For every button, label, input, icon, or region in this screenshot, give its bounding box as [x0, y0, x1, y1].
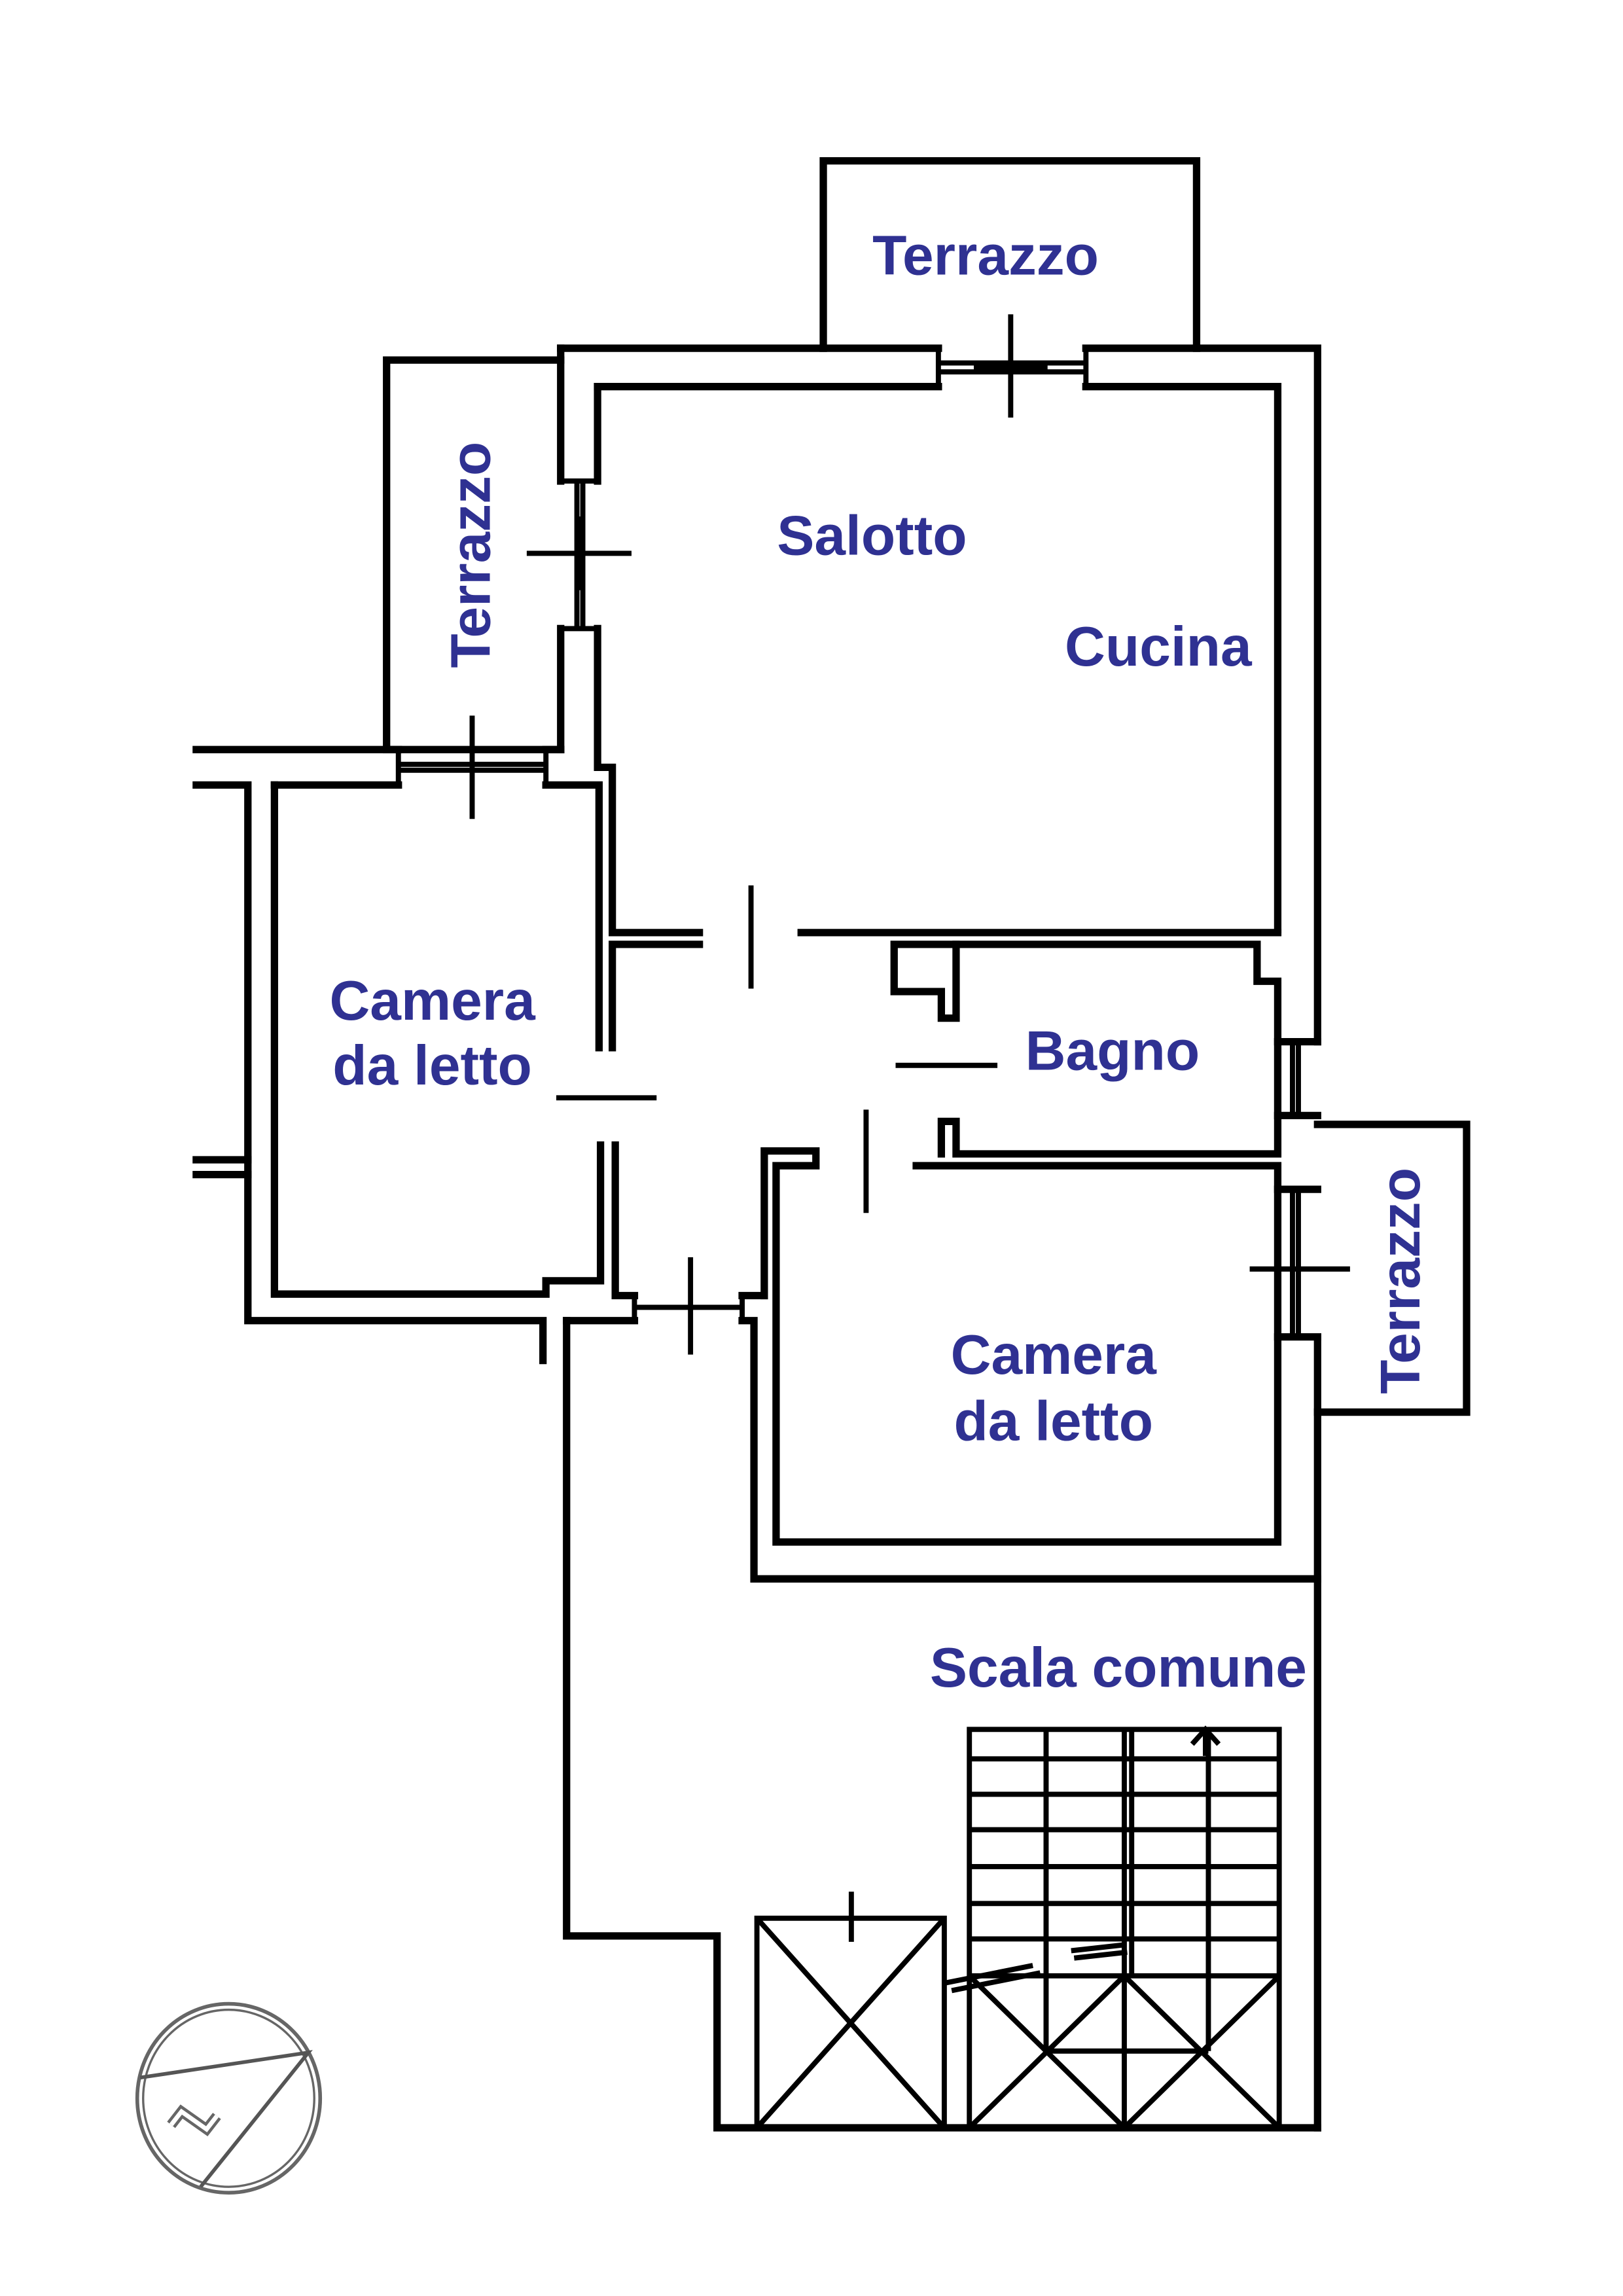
room-label-cucina: Cucina — [1065, 615, 1253, 678]
apartment-walls — [192, 344, 1321, 2132]
staircase — [754, 1725, 1282, 2130]
room-label-terrazzo-right: Terrazzo — [1369, 1168, 1432, 1394]
windows — [395, 314, 1350, 1355]
room-label-bagno: Bagno — [1026, 1020, 1200, 1083]
room-label-scala: Scala comune — [930, 1636, 1307, 1699]
room-label-terrazzo-left: Terrazzo — [440, 442, 503, 668]
room-label-terrazzo-top: Terrazzo — [872, 224, 1099, 287]
terrace-top — [819, 157, 1201, 352]
north-arrow-icon — [135, 2001, 323, 2195]
room-label-camera-right-line1: Camera — [951, 1323, 1158, 1386]
doors — [556, 885, 998, 1213]
room-label-salotto: Salotto — [777, 505, 967, 567]
room-label-camera-left-line2: da letto — [332, 1034, 532, 1097]
room-label-camera-left-line1: Camera — [329, 969, 536, 1032]
terrace-right — [1313, 1121, 1471, 1416]
room-label-camera-right-line2: da letto — [954, 1390, 1153, 1452]
